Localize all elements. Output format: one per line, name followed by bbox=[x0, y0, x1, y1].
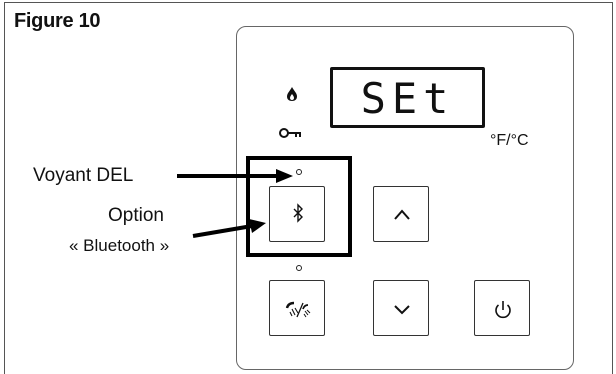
flame-icon bbox=[287, 87, 297, 101]
chevron-down-icon bbox=[394, 305, 410, 315]
callout-led-label: Voyant DEL bbox=[33, 165, 134, 186]
bluetooth-icon bbox=[293, 203, 303, 223]
digital-display: SEt bbox=[330, 67, 485, 128]
jets-light-button[interactable] bbox=[269, 280, 325, 336]
bluetooth-button[interactable] bbox=[269, 186, 325, 242]
display-readout: SEt bbox=[360, 74, 455, 123]
arrow-led bbox=[177, 169, 293, 183]
bluetooth-highlight-box bbox=[246, 156, 352, 257]
chevron-up-icon bbox=[394, 209, 410, 220]
key-icon bbox=[279, 128, 301, 138]
callout-option-line1: Option bbox=[108, 205, 164, 226]
power-icon bbox=[495, 301, 511, 319]
up-button[interactable] bbox=[373, 186, 429, 242]
led-indicator-jets bbox=[296, 265, 302, 271]
down-button[interactable] bbox=[373, 280, 429, 336]
figure-title: Figure 10 bbox=[14, 10, 101, 32]
callout-option-line2: « Bluetooth » bbox=[69, 236, 170, 255]
control-panel bbox=[236, 26, 574, 370]
arrow-option bbox=[192, 219, 266, 238]
jets-light-icon bbox=[285, 301, 311, 318]
led-indicator-bluetooth bbox=[296, 169, 302, 175]
power-button[interactable] bbox=[474, 280, 530, 336]
figure-frame bbox=[4, 2, 613, 374]
unit-label: °F/°C bbox=[490, 132, 529, 149]
